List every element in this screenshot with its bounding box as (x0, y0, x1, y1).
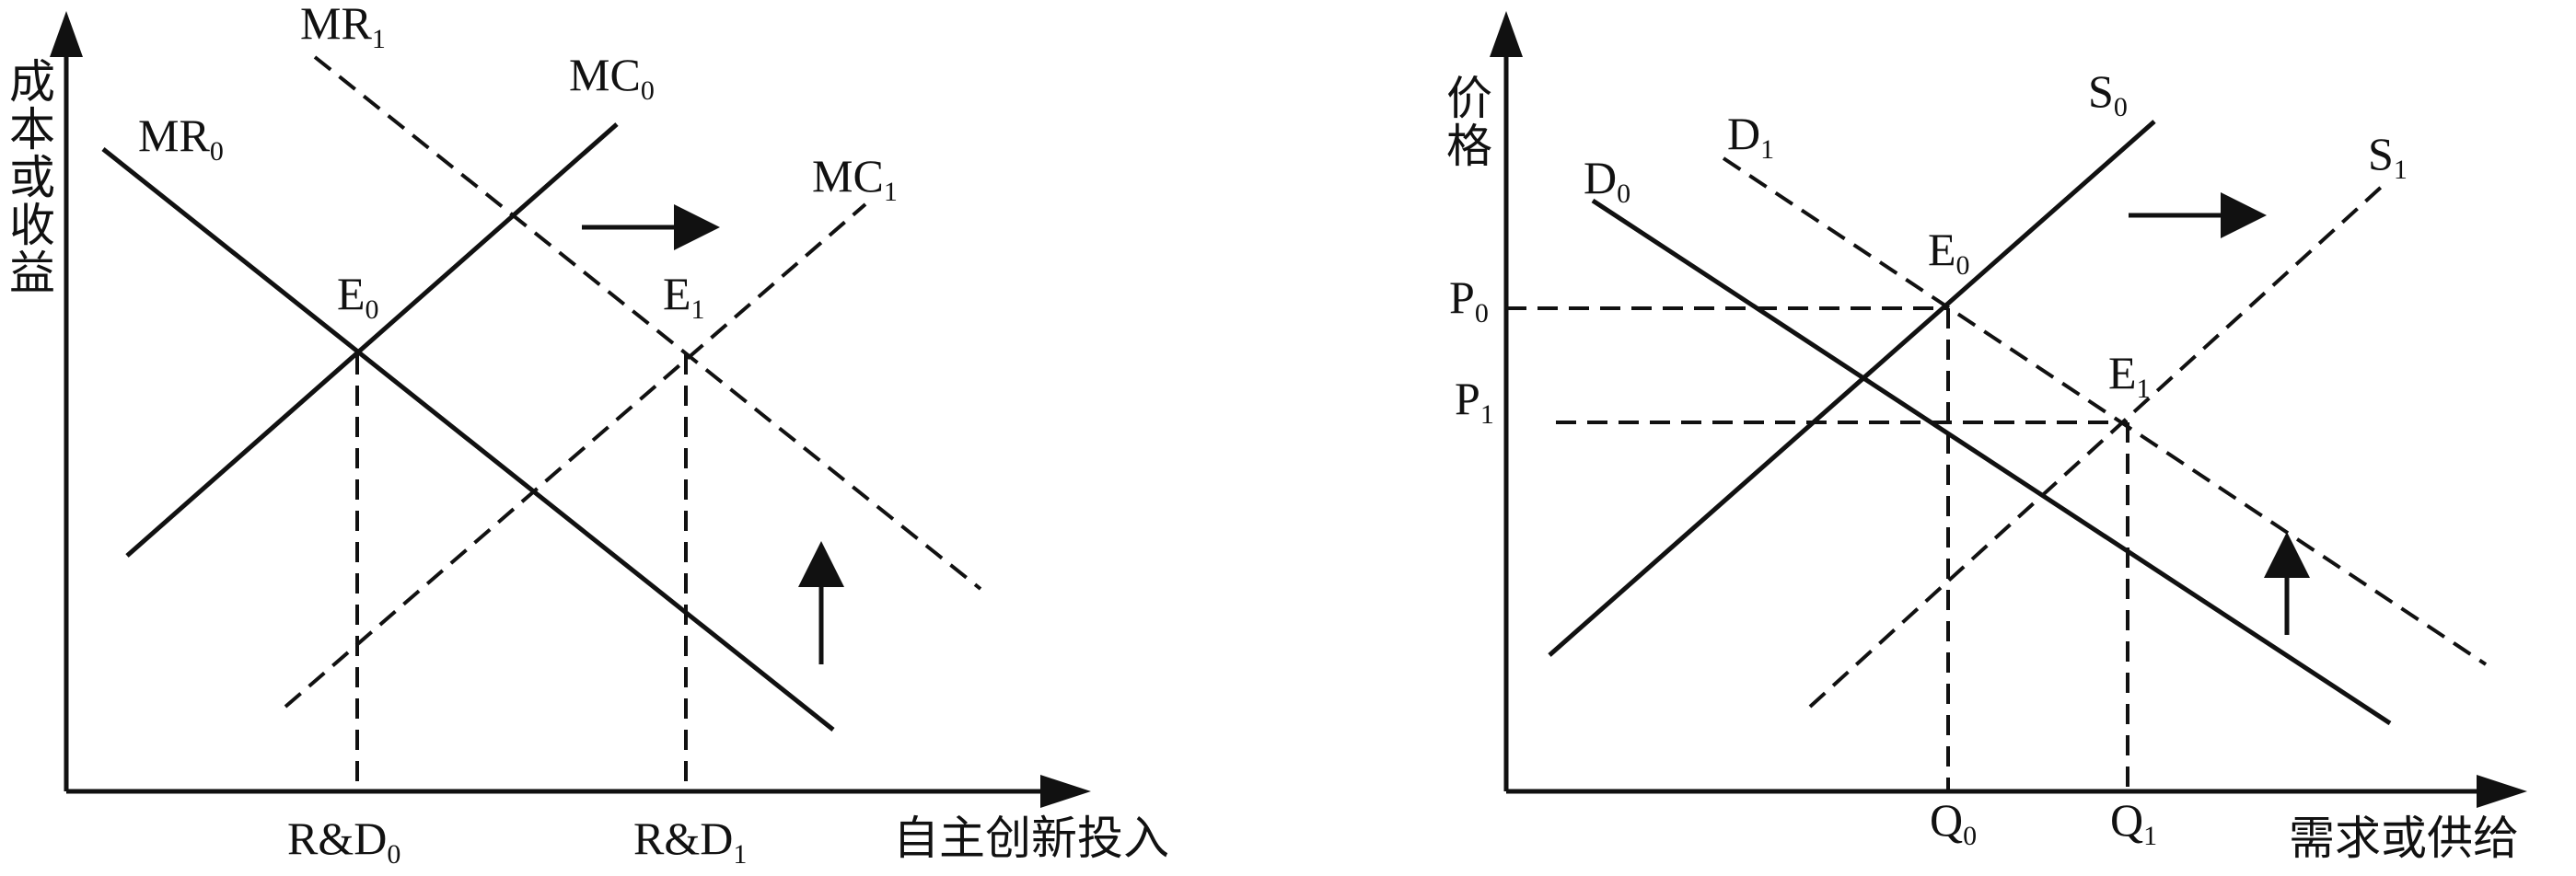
rd1-tick-label: R&D1 (633, 813, 747, 870)
right-y-axis-label: 价格 (1439, 74, 1492, 169)
right-e0-label: E0 (1928, 224, 1970, 281)
d1-curve (1722, 156, 2488, 666)
s1-curve (1808, 182, 2386, 709)
left-panel: 成本或收益 自主创新投入 MR1 MC0 MR0 MC1 E0 (2, 0, 1169, 870)
left-x-axis-label: 自主创新投入 (893, 812, 1169, 865)
mc1-label: MC1 (812, 150, 898, 207)
s0-label: S0 (2088, 65, 2128, 122)
p1-tick-label: P1 (1455, 373, 1494, 430)
mr0-curve (101, 147, 835, 732)
rd0-tick-label: R&D0 (287, 813, 400, 870)
left-x-axis-arrow-icon (1040, 775, 1091, 808)
q1-tick-label: Q1 (2110, 794, 2157, 851)
mr1-label: MR1 (300, 0, 386, 54)
q0-tick-label: Q0 (1930, 794, 1977, 851)
d0-label: D0 (1584, 152, 1630, 209)
left-e1-label: E1 (663, 268, 705, 325)
right-x-axis-arrow-icon (2477, 775, 2527, 808)
mc0-curve (125, 122, 619, 558)
mr1-curve (313, 55, 982, 591)
p0-tick-label: P0 (1449, 271, 1489, 328)
left-e0-label: E0 (337, 268, 379, 325)
left-y-axis-arrow-icon (50, 11, 83, 57)
d1-label: D1 (1727, 108, 1774, 165)
right-panel: 价格 需求或供给 D1 D0 S0 S1 E0 (1439, 11, 2527, 865)
left-y-axis-label: 成本或收益 (2, 57, 55, 296)
right-x-axis-label: 需求或供给 (2289, 812, 2519, 865)
mc0-label: MC0 (569, 49, 655, 106)
mr0-label: MR0 (138, 110, 224, 167)
d0-curve (1591, 198, 2392, 726)
right-y-axis-arrow-icon (1490, 11, 1523, 57)
s0-curve (1548, 120, 2156, 657)
s1-label: S1 (2368, 128, 2408, 185)
mc1-curve (284, 202, 867, 709)
right-e1-label: E1 (2108, 347, 2151, 404)
